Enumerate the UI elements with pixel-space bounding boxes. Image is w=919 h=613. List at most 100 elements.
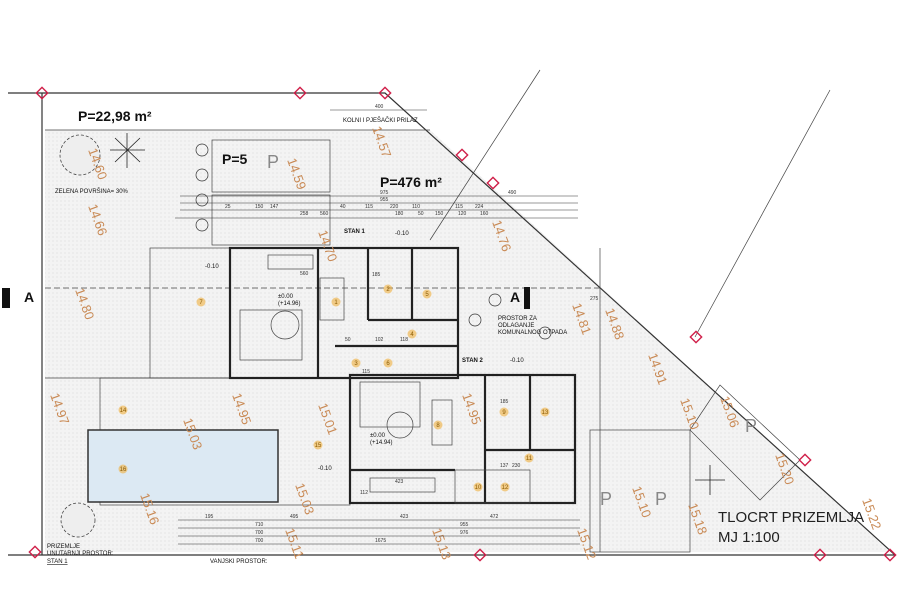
boundary-marker-icon	[813, 548, 827, 562]
dimension-label: 700	[255, 530, 264, 536]
dimension-label: 112	[360, 490, 368, 496]
dimension-label: 224	[475, 204, 484, 210]
boundary-markers	[28, 86, 897, 562]
room-marker	[473, 482, 483, 492]
boundary-marker-icon	[455, 148, 469, 162]
room-marker	[351, 358, 361, 368]
dimension-label: 560	[300, 271, 309, 277]
parking-mark: P	[267, 152, 279, 172]
room-marker	[331, 297, 341, 307]
dimension-label: 50	[418, 211, 424, 217]
legend-stan: STAN 1	[47, 559, 68, 565]
dimension-label: 25	[225, 204, 231, 210]
level-ext-1: -0.10	[395, 231, 409, 237]
dimension-label: 120	[458, 211, 467, 217]
legend-interior: UNUTARNJI PROSTOR:	[47, 551, 114, 557]
dimension-label: 150	[255, 204, 264, 210]
room-marker	[433, 420, 443, 430]
building-stan-2	[348, 373, 577, 505]
dimension-label: 495	[290, 514, 299, 520]
room-number: 6	[386, 361, 390, 367]
room-marker	[383, 284, 393, 294]
stan-2-label: STAN 2	[462, 358, 484, 364]
dimension-label: 115	[455, 204, 463, 210]
section-label-left: A	[24, 289, 34, 305]
section-label-right: A	[510, 289, 520, 305]
room-marker	[313, 440, 323, 450]
dimension-label: 976	[460, 530, 469, 536]
dimension-label: 160	[480, 211, 489, 217]
waste-area-label: PROSTOR ZA ODLAGANJE KOMUNALNOG OTPADA	[498, 316, 568, 336]
parking-mark: P	[600, 489, 612, 509]
dimension-label: 258	[300, 211, 309, 217]
dimension-label: 275	[590, 296, 599, 302]
boundary-marker-icon	[28, 545, 42, 559]
room-number: 13	[542, 410, 549, 416]
plot-area-label: P=476 m²	[380, 174, 442, 190]
level-ext-4: -0.10	[318, 466, 332, 472]
room-number: 3	[354, 361, 358, 367]
room-number: 9	[502, 410, 506, 416]
dimension-label: 955	[460, 522, 469, 528]
parking-mark: P	[655, 489, 667, 509]
room-number: 8	[436, 423, 440, 429]
dimension-label: 137	[500, 463, 509, 469]
parking-mark: P	[745, 416, 757, 436]
access-label: KOLNI I PJEŠAČKI PRILAZ	[343, 117, 418, 124]
room-marker	[118, 405, 128, 415]
section-marker-left	[2, 288, 10, 308]
room-marker	[540, 407, 550, 417]
dimension-label: 700	[255, 538, 264, 544]
boundary-marker-icon	[689, 330, 703, 344]
green-area-label: P=22,98 m²	[78, 108, 152, 124]
dimension-label: 490	[508, 190, 517, 196]
green-percent-label: ZELENA POVRŠINA= 30%	[55, 188, 129, 195]
room-number: 12	[502, 485, 509, 491]
room-number: 11	[526, 456, 533, 462]
palm-icon	[110, 133, 725, 495]
dimension-label: 102	[375, 337, 384, 343]
dimension-label: 115	[365, 204, 373, 210]
access-width: 400	[375, 104, 384, 110]
dimension-label: 147	[270, 204, 279, 210]
dimension-label: 195	[205, 514, 214, 520]
room-number: 15	[315, 443, 322, 449]
dimension-label: 220	[390, 204, 399, 210]
stan-1-label: STAN 1	[344, 229, 366, 235]
tree-icon	[59, 134, 101, 538]
dimension-label: 560	[320, 211, 329, 217]
dimension-label: 472	[490, 514, 499, 520]
dimension-label: 185	[372, 272, 381, 278]
boundary-marker-icon	[486, 176, 500, 190]
room-marker	[524, 453, 534, 463]
room-marker	[422, 289, 432, 299]
dimension-label: 115	[362, 369, 370, 375]
dimension-label: 423	[395, 479, 404, 485]
dimension-label: 710	[255, 522, 264, 528]
level-int-1: ±0.00	[278, 294, 294, 300]
room-number: 10	[475, 485, 482, 491]
level-int-abs-1: (+14.96)	[278, 301, 301, 307]
room-marker	[383, 358, 393, 368]
room-marker	[499, 407, 509, 417]
room-marker	[196, 297, 206, 307]
level-ext-3: -0.10	[205, 264, 219, 270]
boundary-marker-icon	[35, 86, 49, 100]
dimension-label: 40	[340, 204, 346, 210]
dimension-label: 975	[380, 190, 389, 196]
level-int-abs-2: (+14.94)	[370, 440, 393, 446]
level-ext-2: -0.10	[510, 358, 524, 364]
boundary-marker-icon	[798, 453, 812, 467]
building-stan-1	[228, 246, 460, 380]
dimension-label: 1675	[375, 538, 386, 544]
boundary-marker-icon	[293, 86, 307, 100]
dimension-label: 110	[412, 204, 420, 210]
dimension-label: 955	[380, 197, 389, 203]
room-number: 16	[120, 467, 127, 473]
dimension-label: 423	[400, 514, 409, 520]
dimension-label: 230	[512, 463, 521, 469]
